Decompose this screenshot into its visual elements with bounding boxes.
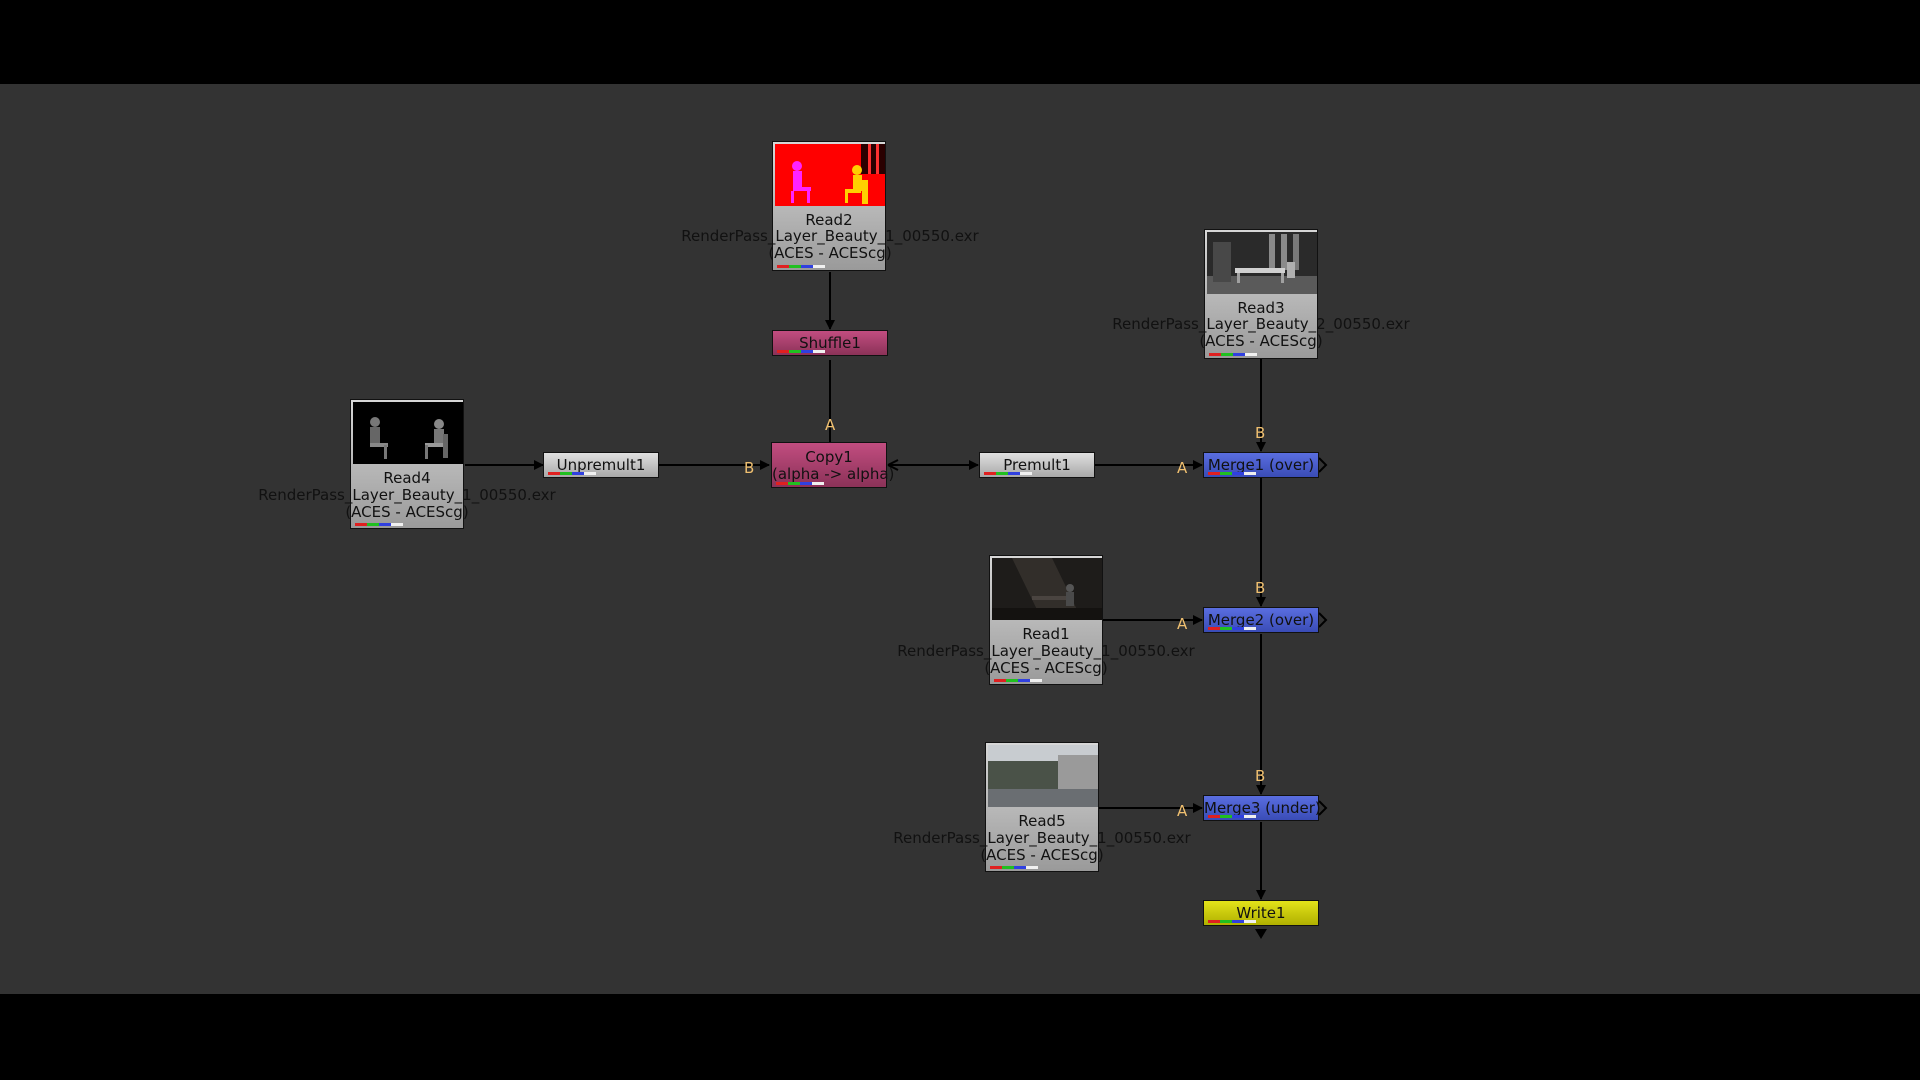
merge2-input-b[interactable]: B	[1255, 579, 1266, 597]
shuffle1-channels	[777, 350, 825, 353]
read4-channels	[355, 523, 403, 526]
copy1-input-b[interactable]: B	[744, 459, 755, 477]
read2-title: Read2	[805, 211, 853, 229]
read5-colorspace: (ACES - ACEScg)	[980, 846, 1104, 864]
node-graph[interactable]	[0, 84, 1920, 994]
merge3-channels	[1208, 815, 1256, 818]
read4-node[interactable]: Read4	[350, 399, 464, 529]
shuffle1-node[interactable]: Shuffle1	[772, 330, 888, 356]
read5-file: RenderPass_Layer_Beauty_1_00550.exr	[893, 829, 1191, 847]
merge2-node[interactable]: Merge2 (over)	[1203, 607, 1319, 633]
read4-colorspace: (ACES - ACEScg)	[345, 503, 469, 521]
read1-title: Read1	[1022, 625, 1070, 643]
read5-title: Read5	[1018, 812, 1066, 830]
premult1-label: Premult1	[1003, 456, 1071, 474]
merge1-input-b[interactable]: B	[1255, 424, 1266, 442]
write1-node[interactable]: Write1	[1203, 900, 1319, 926]
read1-thumbnail	[992, 558, 1102, 620]
read2-thumbnail	[775, 144, 885, 206]
copy1-sublabel: (alpha -> alpha)	[772, 465, 895, 483]
premult1-node[interactable]: Premult1	[979, 452, 1095, 478]
read3-channels	[1209, 353, 1257, 356]
read1-channels	[994, 679, 1042, 682]
read5-node[interactable]: Read5	[985, 742, 1099, 872]
premult1-channels	[984, 472, 1032, 475]
merge3-label: Merge3 (under)	[1204, 799, 1321, 817]
read5-thumbnail	[988, 745, 1098, 807]
read1-file: RenderPass_Layer_Beauty_1_00550.exr	[897, 642, 1195, 660]
merge2-channels	[1208, 627, 1256, 630]
read2-file: RenderPass_Layer_Beauty_1_00550.exr	[681, 227, 979, 245]
merge3-input-a[interactable]: A	[1177, 802, 1188, 820]
read2-channels	[777, 265, 825, 268]
merge1-channels	[1208, 472, 1256, 475]
shuffle1-label: Shuffle1	[799, 334, 861, 352]
read3-thumbnail	[1207, 232, 1317, 294]
write1-channels	[1208, 920, 1256, 923]
read3-title: Read3	[1237, 299, 1285, 317]
merge2-input-a[interactable]: A	[1177, 615, 1188, 633]
write1-output-arrow	[1255, 929, 1267, 939]
copy1-label: Copy1	[805, 448, 853, 466]
unpremult1-label: Unpremult1	[556, 456, 646, 474]
read4-title: Read4	[383, 469, 431, 487]
write1-label: Write1	[1236, 904, 1286, 922]
read2-colorspace: (ACES - ACEScg)	[768, 244, 892, 262]
read3-colorspace: (ACES - ACEScg)	[1199, 332, 1323, 350]
merge2-label: Merge2 (over)	[1207, 611, 1315, 629]
read3-node[interactable]: Read3	[1204, 229, 1318, 359]
read1-colorspace: (ACES - ACEScg)	[984, 659, 1108, 677]
merge1-node[interactable]: Merge1 (over)	[1203, 452, 1319, 478]
read3-file: RenderPass_Layer_Beauty_2_00550.exr	[1112, 315, 1410, 333]
unpremult1-channels	[548, 472, 596, 475]
read4-file: RenderPass_Layer_Beauty_1_00550.exr	[258, 486, 556, 504]
read2-node[interactable]: Read2	[772, 141, 886, 271]
copy1-channels	[776, 482, 824, 485]
read1-node[interactable]: Read1	[989, 555, 1103, 685]
merge3-input-b[interactable]: B	[1255, 767, 1266, 785]
merge1-input-a[interactable]: A	[1177, 459, 1188, 477]
merge3-node[interactable]: Merge3 (under)	[1203, 795, 1321, 821]
copy1-input-a[interactable]: A	[825, 416, 836, 434]
read4-thumbnail	[353, 402, 463, 464]
copy1-node[interactable]: Copy1 (alpha -> alpha)	[771, 442, 895, 488]
unpremult1-node[interactable]: Unpremult1	[543, 452, 659, 478]
read5-channels	[990, 866, 1038, 869]
merge1-label: Merge1 (over)	[1207, 456, 1315, 474]
